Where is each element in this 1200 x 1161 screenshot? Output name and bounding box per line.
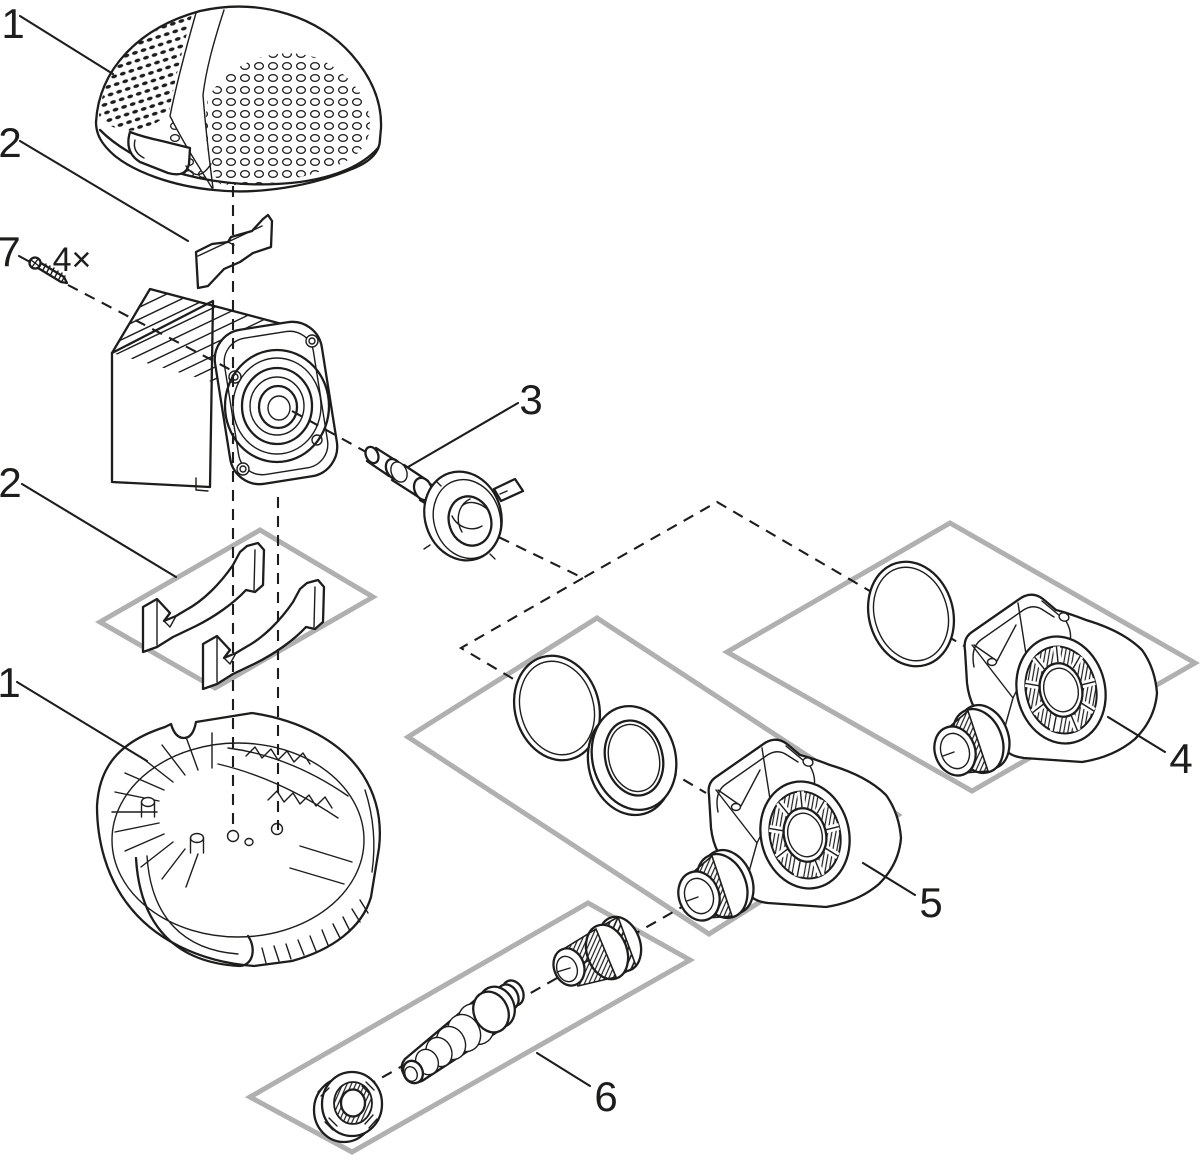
motor-flange bbox=[213, 320, 339, 486]
part-motor-body bbox=[110, 287, 339, 492]
cover-latch-tab bbox=[127, 130, 192, 176]
callout-2-top: 2 bbox=[0, 119, 22, 166]
shell-clamp-channels bbox=[217, 746, 353, 885]
callout-7-quantity: 4× bbox=[53, 241, 92, 279]
part-strainer-shell-bottom bbox=[95, 711, 381, 968]
part-screw bbox=[28, 256, 69, 285]
part-hose-connector-set bbox=[312, 915, 643, 1144]
seal-ring-5 bbox=[586, 705, 678, 817]
callout-leaders bbox=[15, 14, 1167, 1088]
callout-4: 4 bbox=[1169, 735, 1192, 782]
callout-labels: 1 2 7 4× 3 2 1 4 5 6 bbox=[0, 0, 1193, 1120]
kit-box-connector-6 bbox=[244, 900, 696, 1155]
shell-handle bbox=[134, 856, 254, 968]
part-pump-housing-middle bbox=[500, 644, 901, 926]
threaded-adapter bbox=[552, 915, 643, 987]
callout-3: 3 bbox=[519, 376, 542, 423]
part-impeller-rotor bbox=[364, 445, 525, 562]
cover-hole-grille bbox=[205, 53, 370, 186]
hose-tail bbox=[400, 979, 525, 1085]
impeller-blades bbox=[451, 498, 489, 533]
cover-slot-grille bbox=[99, 15, 192, 131]
callout-5: 5 bbox=[919, 879, 942, 926]
part-strainer-cover-top bbox=[94, 5, 383, 193]
shell-posts bbox=[140, 796, 205, 854]
callout-6: 6 bbox=[594, 1073, 617, 1120]
callout-1-top: 1 bbox=[1, 0, 24, 47]
kit-boxes bbox=[94, 520, 1200, 1155]
impeller-key-tab bbox=[492, 477, 525, 503]
shell-rib-fan bbox=[111, 732, 213, 888]
callout-2-bottom: 2 bbox=[0, 459, 22, 506]
callout-7: 7 bbox=[0, 228, 21, 275]
callout-1-bottom: 1 bbox=[0, 659, 21, 706]
kit-box-housing-4 bbox=[721, 520, 1200, 794]
union-nut bbox=[312, 1070, 384, 1144]
kit-box-housing-5 bbox=[403, 615, 903, 937]
rotor-axis-line bbox=[291, 410, 367, 453]
vertical-axis-lines bbox=[67, 186, 367, 830]
part-pump-housing-right bbox=[854, 550, 1157, 781]
screw-axis-line bbox=[67, 284, 232, 371]
kit-box-clamps bbox=[94, 527, 378, 691]
shell-skirt-ribs bbox=[261, 899, 369, 964]
